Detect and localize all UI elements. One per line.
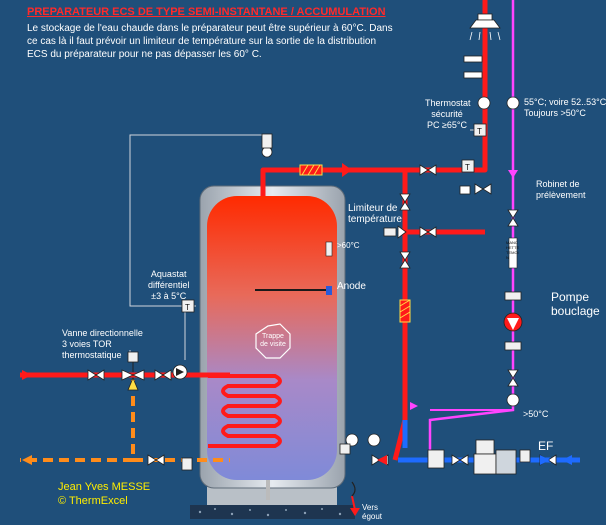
hatched-segments: [299, 164, 411, 323]
cold-inlet-group: [181, 439, 531, 475]
svg-text:T: T: [185, 303, 190, 312]
floor-texture: [198, 508, 342, 517]
manchette-label: MANCHETTE TEMOIN: [506, 240, 520, 260]
shower-head: [469, 13, 501, 41]
gauges: [261, 96, 520, 447]
ef-label: EF: [538, 439, 554, 453]
svg-text:T: T: [465, 163, 470, 172]
diagram-title: PREPARATEUR ECS DE TYPE SEMI-INSTANTANE …: [27, 6, 386, 18]
tank-water: [207, 196, 337, 480]
three-way-valve: [121, 351, 145, 391]
anode-label: Anode: [337, 281, 366, 292]
flow-arrows: [22, 163, 572, 465]
thermostat-box: [473, 123, 487, 137]
author-credit: Jean Yves MESSE: [58, 481, 151, 493]
expansion-valve: [261, 133, 273, 149]
svg-text:T: T: [477, 127, 482, 136]
limiter-valve: [383, 225, 407, 239]
tank-sensor-60: [325, 241, 333, 257]
loop-temp-label: >50°C: [523, 409, 549, 419]
company-credit: © ThermExcel: [58, 495, 128, 507]
aquastat-box: [181, 299, 195, 313]
intro-text: Le stockage de l'eau chaude dans le prép…: [27, 23, 393, 60]
taps: [459, 55, 483, 195]
heating-coil: [208, 374, 282, 448]
circulation-pumps: [172, 291, 523, 380]
drain-outlet: [266, 480, 360, 516]
primary-circuit-dashed: [20, 380, 230, 462]
thermostat-box-2: [461, 159, 475, 173]
anode-cap: [326, 286, 332, 295]
loop-return-pipe: [428, 0, 515, 455]
inspection-hatch: [255, 323, 291, 359]
tank-plinth: [207, 487, 337, 507]
floor-slab: [190, 505, 355, 519]
indicator-sleeve: [508, 237, 518, 269]
tank-temp-label: >60°C: [337, 241, 360, 250]
